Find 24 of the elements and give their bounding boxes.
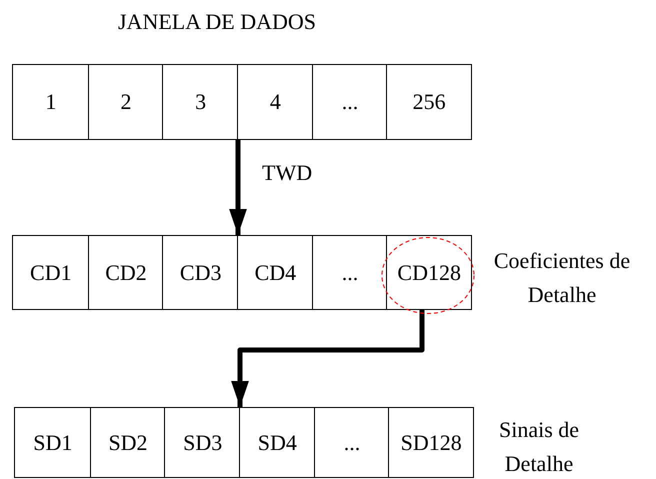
cell-text: 3	[195, 91, 206, 113]
cell-text: SD4	[258, 432, 297, 454]
data-row	[12, 64, 472, 140]
cell-text: ...	[342, 262, 358, 284]
arrow	[229, 140, 247, 235]
cell-text: SD2	[108, 432, 148, 454]
row-caption: Coeficientes de Detalhe	[492, 247, 632, 309]
cell-text: SD1	[33, 432, 72, 454]
cell-text: SD3	[183, 432, 222, 454]
cell-text: ...	[344, 432, 360, 454]
cell-text: CD1	[30, 262, 72, 284]
cell-text: 2	[120, 91, 132, 113]
title: JANELA DE DADOS	[118, 8, 316, 36]
arrow	[231, 310, 424, 407]
cell-text: CD128	[397, 262, 461, 284]
cell-text: CD2	[105, 262, 147, 284]
row-caption: Sinais de Detalhe	[498, 416, 580, 478]
cell-text: 256	[412, 91, 446, 113]
cell-text: CD3	[180, 262, 222, 284]
cell-text: CD4	[254, 262, 296, 284]
cell-text: ...	[342, 91, 358, 113]
cell-text: 4	[270, 91, 281, 113]
cell-text: SD128	[400, 432, 462, 454]
cell-text: 1	[45, 91, 56, 113]
